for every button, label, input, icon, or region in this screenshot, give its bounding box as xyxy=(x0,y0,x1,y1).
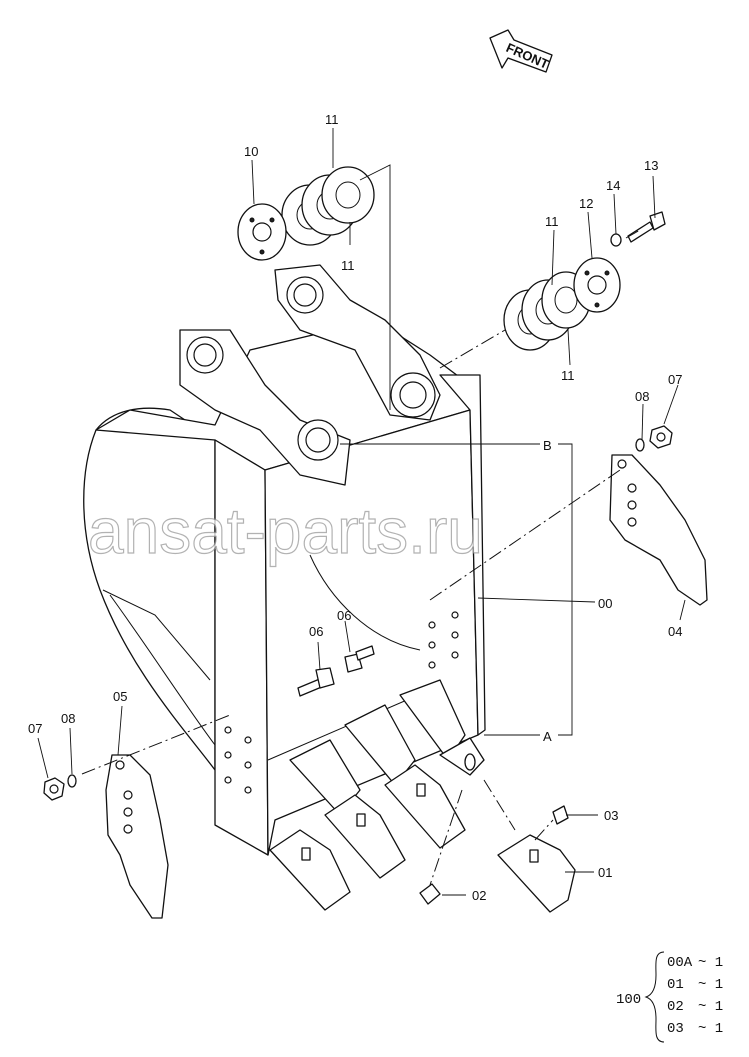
front-arrow-icon: FRONT xyxy=(489,29,553,73)
callout-11-lower: 11 xyxy=(341,258,355,273)
callout-06-right: 06 xyxy=(337,608,351,623)
lock-03 xyxy=(552,805,569,825)
callout-13: 13 xyxy=(644,158,658,173)
kit-item-code: 02 xyxy=(667,999,684,1015)
kit-item-qty: ~ 1 xyxy=(698,1021,723,1037)
kit-number: 100 xyxy=(616,992,641,1008)
bucket-body xyxy=(83,264,486,856)
kit-item-code: 03 xyxy=(667,1021,684,1037)
tooth-adapters xyxy=(289,679,466,816)
tooth-points xyxy=(269,737,485,911)
side-cutter-05 xyxy=(105,754,169,919)
nut-07-right xyxy=(649,425,673,449)
side-bolt-holes-left xyxy=(224,726,252,794)
kit-item-qty: ~ 1 xyxy=(698,955,723,971)
tooth-01 xyxy=(497,834,576,913)
bolt-13 xyxy=(627,211,666,243)
callout-11-top: 11 xyxy=(325,112,339,127)
shim-group-left xyxy=(281,166,375,246)
callout-10: 10 xyxy=(244,144,258,159)
washer-14 xyxy=(610,233,622,247)
washer-08-right xyxy=(635,438,645,452)
side-cutter-04 xyxy=(609,454,708,606)
bolt-06-b xyxy=(344,645,375,673)
callout-01: 01 xyxy=(598,865,612,880)
callout-11-right-lower: 11 xyxy=(561,368,575,383)
callout-labels: 11 11 10 11 11 12 13 14 B A 00 07 08 04 … xyxy=(28,112,682,903)
pin-02 xyxy=(419,883,441,905)
nut-07-left xyxy=(43,777,65,801)
callout-06-left: 06 xyxy=(309,624,323,639)
kit-composition: 100 00A ~ 1 01 ~ 1 02 ~ 1 03 ~ 1 xyxy=(616,951,723,1043)
callout-08-left: 08 xyxy=(61,711,75,726)
callout-07-right: 07 xyxy=(668,372,682,387)
washer-08-left xyxy=(67,774,77,788)
pin-plate-right xyxy=(573,257,621,313)
side-bolt-holes-right xyxy=(428,611,459,669)
callout-12: 12 xyxy=(579,196,593,211)
callout-07-left: 07 xyxy=(28,721,42,736)
shim-group-right xyxy=(503,271,591,351)
callout-14: 14 xyxy=(606,178,620,193)
leader-lines xyxy=(37,128,686,896)
kit-item-qty: ~ 1 xyxy=(698,977,723,993)
kit-item-code: 01 xyxy=(667,977,684,993)
kit-item-code: 00A xyxy=(667,955,693,971)
callout-08-right: 08 xyxy=(635,389,649,404)
callout-B: B xyxy=(543,438,552,453)
kit-item-qty: ~ 1 xyxy=(698,999,723,1015)
callout-03: 03 xyxy=(604,808,618,823)
callout-02: 02 xyxy=(472,888,486,903)
callout-11-right: 11 xyxy=(545,214,559,229)
pin-plate-left xyxy=(237,203,287,261)
bolt-06-a xyxy=(297,667,335,697)
callout-A: A xyxy=(543,729,552,744)
callout-05: 05 xyxy=(113,689,127,704)
callout-00: 00 xyxy=(598,596,612,611)
callout-04: 04 xyxy=(668,624,682,639)
watermark-text: ansat-parts.ru xyxy=(88,495,483,567)
